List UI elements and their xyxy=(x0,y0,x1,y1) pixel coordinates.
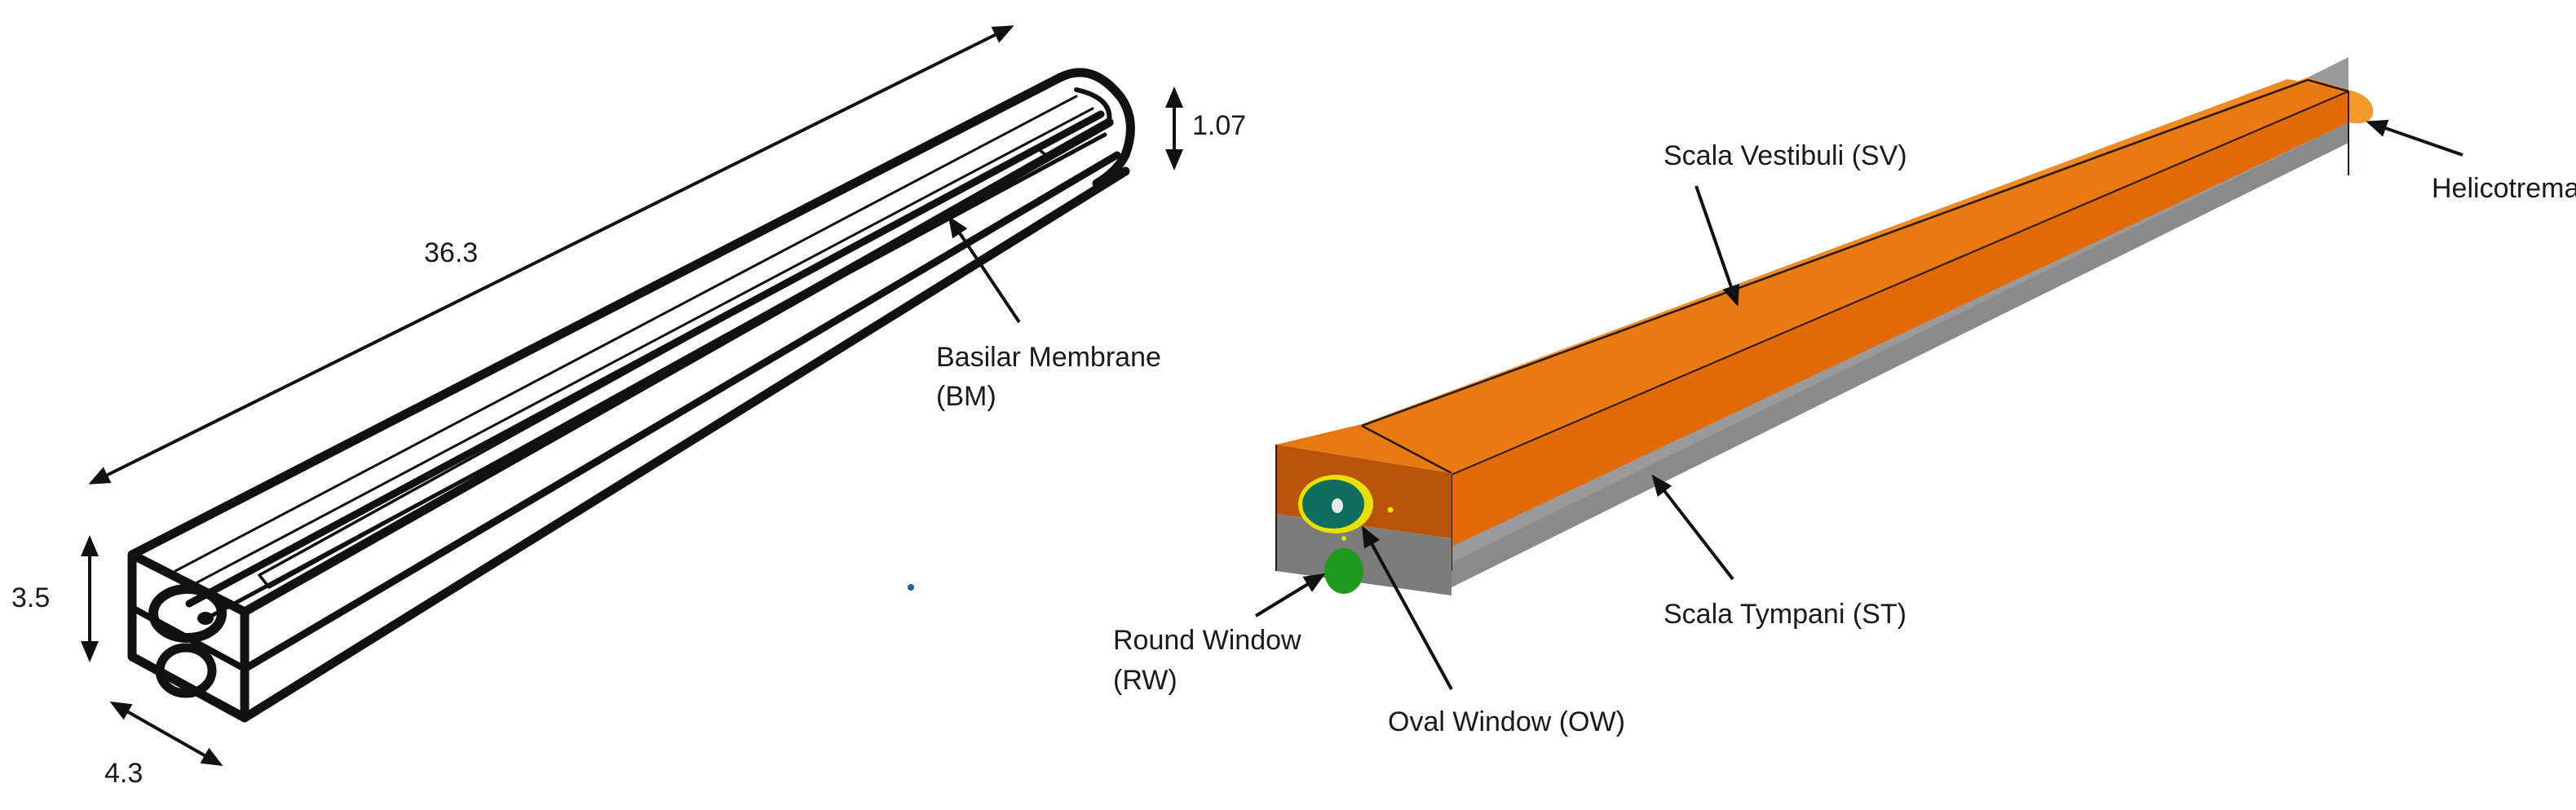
apex-inner-end xyxy=(1074,87,1112,125)
helicotrema-arrow xyxy=(2366,119,2463,157)
bm-pointer-arrow xyxy=(948,215,1021,324)
width-label: 4.3 xyxy=(104,758,144,789)
round-window-label-line2: (RW) xyxy=(1113,665,1178,696)
round-window xyxy=(1324,548,1363,594)
front-window-upper xyxy=(148,584,227,643)
colored-cochlea-model xyxy=(1275,57,2374,595)
front-face-dot xyxy=(1387,507,1394,513)
stray-dot xyxy=(908,584,914,591)
scala-vestibuli-top xyxy=(1276,77,2348,473)
dimension-arrows-left xyxy=(81,25,1183,766)
round-window-label-line1: Round Window xyxy=(1113,625,1301,656)
oval-window-label: Oval Window (OW) xyxy=(1388,706,1625,737)
scala-vestibuli-side xyxy=(1451,90,2348,547)
inner-top-line-1 xyxy=(174,95,1078,573)
width-arrow xyxy=(109,702,223,766)
helicotrema-label: Helicotrema xyxy=(2432,173,2576,204)
oval-window-hole xyxy=(1332,498,1343,513)
scala-tympani-underside-shade xyxy=(1451,122,2348,587)
sv-partition-line xyxy=(1451,91,2349,476)
helicotrema-cap xyxy=(2348,90,2374,124)
rw-arrow xyxy=(1254,573,1326,617)
bottom-long-edge xyxy=(240,166,1130,723)
length-arrow xyxy=(88,25,1014,485)
st-arrow xyxy=(1651,474,1734,581)
scala-tympani-label: Scala Tympani (ST) xyxy=(1664,599,1907,630)
bm-label-line2: (BM) xyxy=(936,381,996,412)
scala-vestibuli-label: Scala Vestibuli (SV) xyxy=(1664,140,1907,171)
length-label: 36.3 xyxy=(424,237,479,268)
sv-arrow xyxy=(1695,185,1740,307)
bm-offset-label: 1.07 xyxy=(1192,110,1247,141)
apex-rounded-end xyxy=(1055,68,1135,188)
front-window-upper-dot xyxy=(197,612,214,625)
ow-arrow xyxy=(1362,525,1453,690)
sv-front-top-line xyxy=(1361,424,1452,475)
height-label: 3.5 xyxy=(11,582,51,613)
front-window-lower xyxy=(155,643,217,698)
bm-label-line1: Basilar Membrane xyxy=(936,342,1161,373)
basilar-membrane-slot xyxy=(258,145,1049,589)
top-back-edge xyxy=(127,73,1065,560)
front-face-dot-small xyxy=(1341,536,1346,541)
sv-apex-line xyxy=(2307,78,2349,93)
sv-ridge-line xyxy=(1361,78,2309,427)
pointer-arrows-right xyxy=(1254,119,2463,690)
